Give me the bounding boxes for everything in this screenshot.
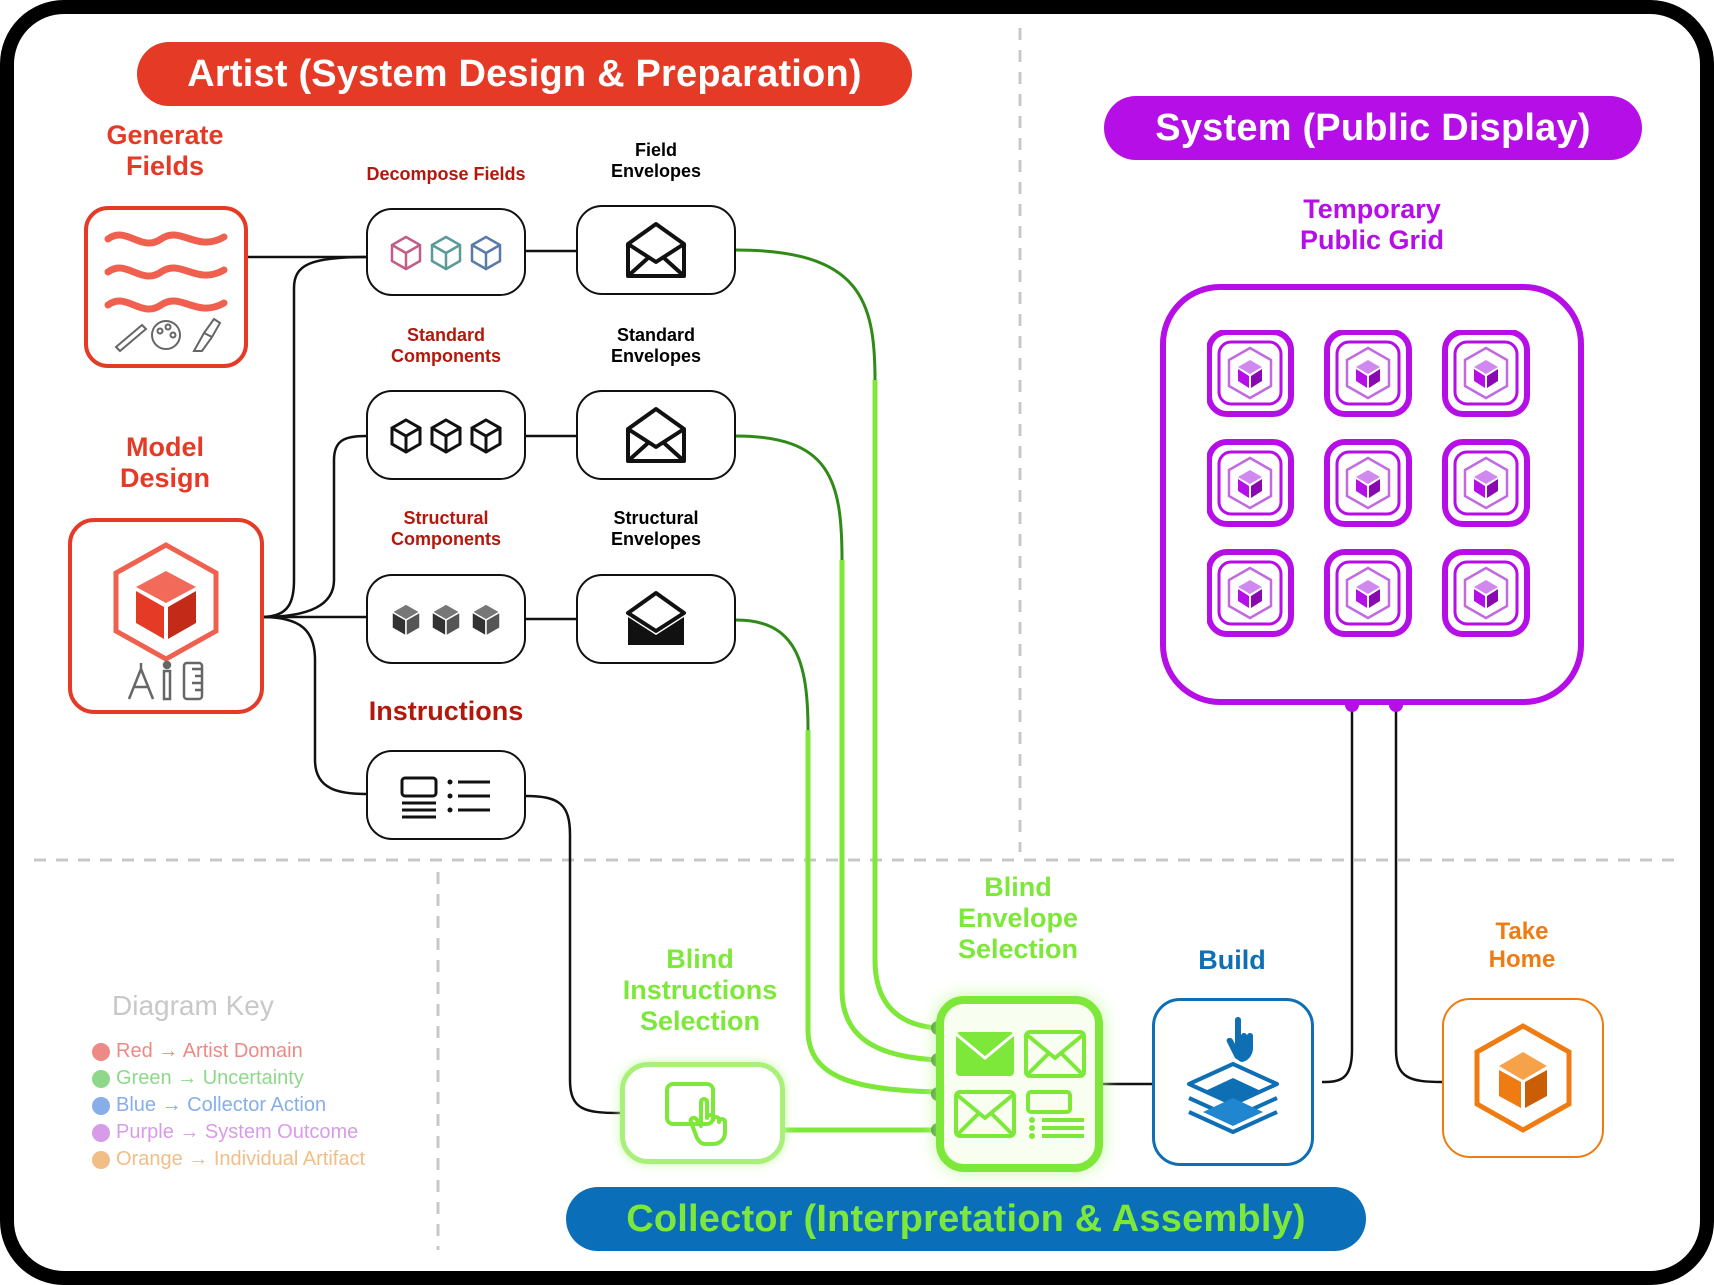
blind-instructions-label: Blind Instructions Selection bbox=[622, 944, 778, 1037]
link-glow-1 bbox=[872, 380, 939, 1031]
structural-envelopes-box bbox=[576, 574, 736, 664]
standard-cubes-icon bbox=[390, 418, 502, 454]
generate-fields-label: Generate Fields bbox=[106, 120, 224, 182]
link-model-decompose bbox=[261, 255, 367, 619]
key-item-orange: Orange → Individual Artifact bbox=[92, 1148, 365, 1171]
open-envelope-icon bbox=[626, 407, 686, 463]
key-dot-red bbox=[92, 1042, 110, 1061]
key-item-blue: Blue → Collector Action bbox=[92, 1094, 326, 1117]
field-envelopes-label: Field Envelopes bbox=[610, 140, 702, 181]
link-glow-3 bbox=[805, 730, 939, 1095]
build-box[interactable] bbox=[1152, 998, 1314, 1166]
link-field-env-blind bbox=[735, 248, 939, 1030]
filled-envelope bbox=[955, 1032, 1014, 1076]
temporary-public-grid bbox=[1160, 284, 1584, 705]
cube-model-icon bbox=[113, 542, 219, 701]
instructions-list-icon bbox=[400, 776, 490, 819]
standard-components-label: Standard Components bbox=[391, 325, 501, 366]
blind-envelope-label: Blind Envelope Selection bbox=[957, 872, 1079, 965]
structural-envelopes-label: Structural Envelopes bbox=[610, 508, 702, 549]
model-design-label: Model Design bbox=[119, 432, 211, 494]
diagram-key-title: Diagram Key bbox=[112, 990, 274, 1021]
key-dot-blue bbox=[92, 1096, 110, 1115]
structural-components-label: Structural Components bbox=[391, 508, 501, 549]
solid-cubes-icon bbox=[390, 603, 502, 638]
orange-cube-icon bbox=[1474, 1023, 1572, 1133]
link-grid-take-home bbox=[1394, 705, 1443, 1084]
link-grid-build bbox=[1321, 705, 1354, 1084]
open-envelope-icon bbox=[626, 222, 686, 278]
decompose-fields-box bbox=[366, 208, 526, 296]
model-design-box bbox=[68, 518, 264, 714]
link-instructions-blind bbox=[525, 794, 621, 1115]
instructions-box bbox=[366, 750, 526, 840]
take-home-box[interactable] bbox=[1442, 998, 1604, 1158]
structural-components-box bbox=[366, 574, 526, 664]
system-section-title: System (Public Display) bbox=[1104, 96, 1642, 160]
instructions-label: Instructions bbox=[368, 696, 524, 726]
link-glow-2 bbox=[839, 560, 939, 1063]
key-dot-green bbox=[92, 1069, 110, 1088]
outline-cubes-icon bbox=[390, 235, 502, 271]
blind-instructions-box[interactable] bbox=[620, 1062, 785, 1164]
standard-envelopes-box bbox=[576, 390, 736, 480]
stack-tap-icon bbox=[1187, 1017, 1279, 1134]
key-item-red: Red → Artist Domain bbox=[92, 1040, 303, 1063]
key-dot-purple bbox=[92, 1123, 110, 1142]
decompose-fields-label: Decompose Fields bbox=[366, 164, 526, 184]
standard-components-box bbox=[366, 390, 526, 480]
build-label: Build bbox=[1198, 945, 1266, 975]
key-dot-orange bbox=[92, 1150, 110, 1169]
key-item-purple: Purple → System Outcome bbox=[92, 1121, 358, 1144]
grid-tiles bbox=[1207, 330, 1537, 660]
standard-envelopes-label: Standard Envelopes bbox=[610, 325, 702, 366]
link-model-instructions bbox=[261, 615, 367, 796]
tap-hand-icon bbox=[664, 1082, 727, 1146]
key-item-green: Green → Uncertainty bbox=[92, 1067, 304, 1090]
take-home-label: Take Home bbox=[1488, 918, 1556, 973]
artist-section-title: Artist (System Design & Preparation) bbox=[137, 42, 912, 106]
collector-section-title: Collector (Interpretation & Assembly) bbox=[566, 1187, 1366, 1251]
link-model-standard bbox=[261, 434, 367, 619]
envelope-grid-icon bbox=[953, 1030, 1086, 1139]
field-envelopes-box bbox=[576, 205, 736, 295]
blind-envelope-box[interactable] bbox=[936, 996, 1103, 1172]
filled-envelope-icon bbox=[626, 591, 686, 645]
generate-fields-box bbox=[84, 206, 248, 368]
temporary-grid-label: Temporary Public Grid bbox=[1299, 194, 1445, 256]
waves-icon bbox=[104, 231, 228, 353]
